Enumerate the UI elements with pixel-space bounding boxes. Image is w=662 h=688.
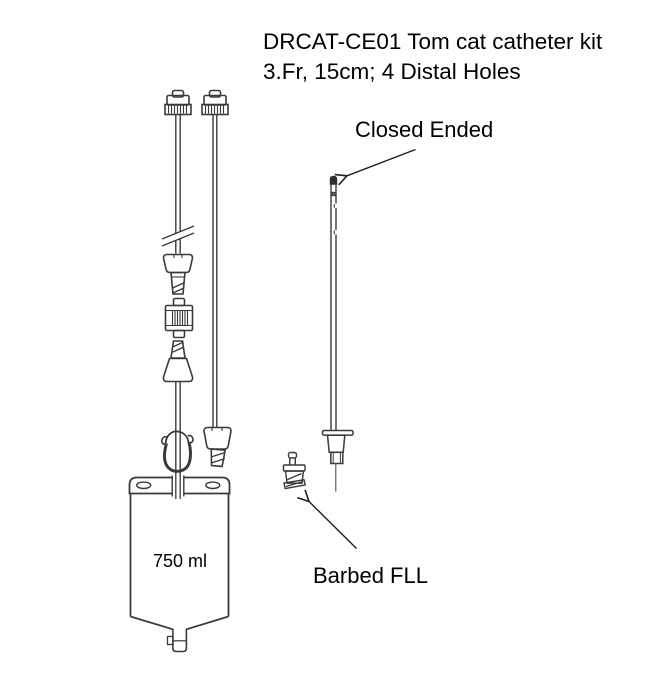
hanger-hook-icon [161, 430, 194, 473]
drain-port [166, 628, 188, 653]
barbed-fll-arrow [297, 489, 357, 549]
kit-title-line2: 3.Fr, 15cm; 4 Distal Holes [263, 59, 521, 84]
barbed-tip-upper [170, 271, 186, 295]
bag-volume-label: 750 ml [152, 551, 208, 571]
cone-connector-upper [162, 253, 194, 274]
luer-cap-icon [164, 89, 192, 116]
closed-ended-label: Closed Ended [355, 117, 494, 142]
luer-end [330, 451, 344, 465]
cone-connector-end [203, 426, 232, 450]
barbed-tip-end [210, 448, 227, 468]
hub-body [326, 434, 346, 454]
barbed-fll-label: Barbed FLL [313, 563, 428, 588]
hang-hole-right [205, 481, 221, 490]
cone-connector-lower [162, 357, 194, 383]
kit-title-line1: DRCAT-CE01 Tom cat catheter kit [263, 29, 603, 54]
extension-tube-assembly [201, 89, 232, 468]
luer-cap-icon [201, 89, 229, 116]
closed-tip [329, 175, 338, 185]
barbed-fll-fitting [282, 451, 307, 490]
hang-hole-left [135, 481, 152, 490]
luer-adapter [164, 297, 194, 339]
drainage-bag [128, 474, 231, 653]
closed-ended-arrow [334, 148, 416, 186]
depth-marker-band [330, 191, 337, 197]
barbed-tip-lower [170, 340, 186, 359]
catheter [321, 175, 354, 492]
flush-tube-assembly [161, 89, 195, 474]
tube-break-mark [161, 225, 195, 247]
hub-flange [321, 429, 354, 436]
